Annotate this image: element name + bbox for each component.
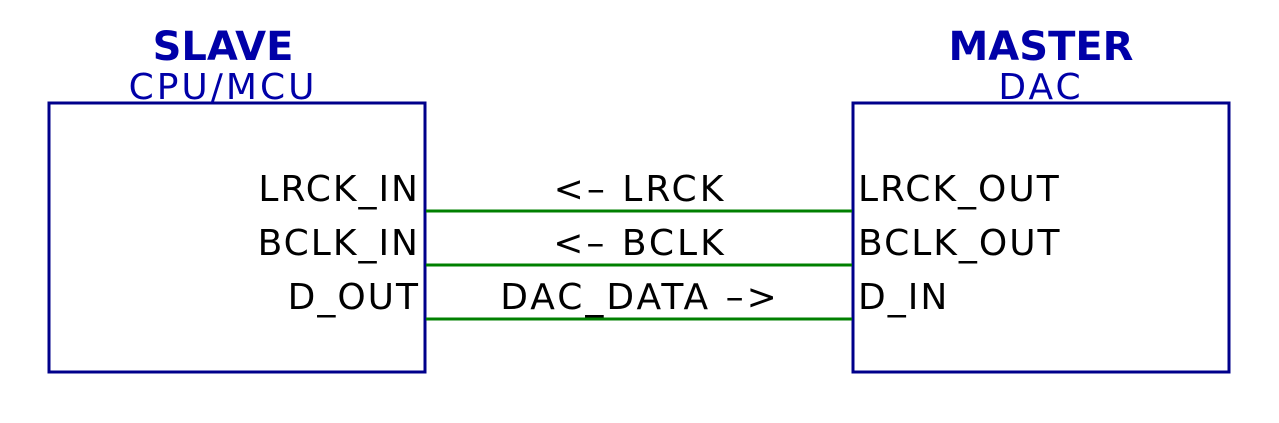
master-pin-bclk: BCLK_OUT xyxy=(858,223,1062,264)
master-block: MASTER DAC LRCK_OUT BCLK_OUT D_IN xyxy=(851,24,1231,374)
signal-label-lrck: <– LRCK xyxy=(554,169,727,210)
slave-pin-lrck: LRCK_IN xyxy=(258,169,420,210)
master-title: MASTER xyxy=(949,24,1134,70)
signal-label-bclk: <– BCLK xyxy=(553,223,726,264)
slave-pin-bclk: BCLK_IN xyxy=(258,223,420,264)
signal-wires xyxy=(426,209,852,321)
master-pin-din: D_IN xyxy=(858,277,949,318)
slave-block: SLAVE CPU/MCU LRCK_IN BCLK_IN D_OUT xyxy=(47,24,427,374)
slave-box xyxy=(47,101,427,374)
signal-labels: <– LRCK <– BCLK DAC_DATA –> xyxy=(500,169,780,318)
master-pin-lrck: LRCK_OUT xyxy=(858,169,1061,210)
slave-title: SLAVE xyxy=(153,24,294,70)
slave-subtitle: CPU/MCU xyxy=(129,67,318,108)
signal-label-data: DAC_DATA –> xyxy=(500,277,780,318)
master-subtitle: DAC xyxy=(998,67,1083,108)
master-box xyxy=(851,101,1231,374)
slave-pin-dout: D_OUT xyxy=(288,277,420,318)
